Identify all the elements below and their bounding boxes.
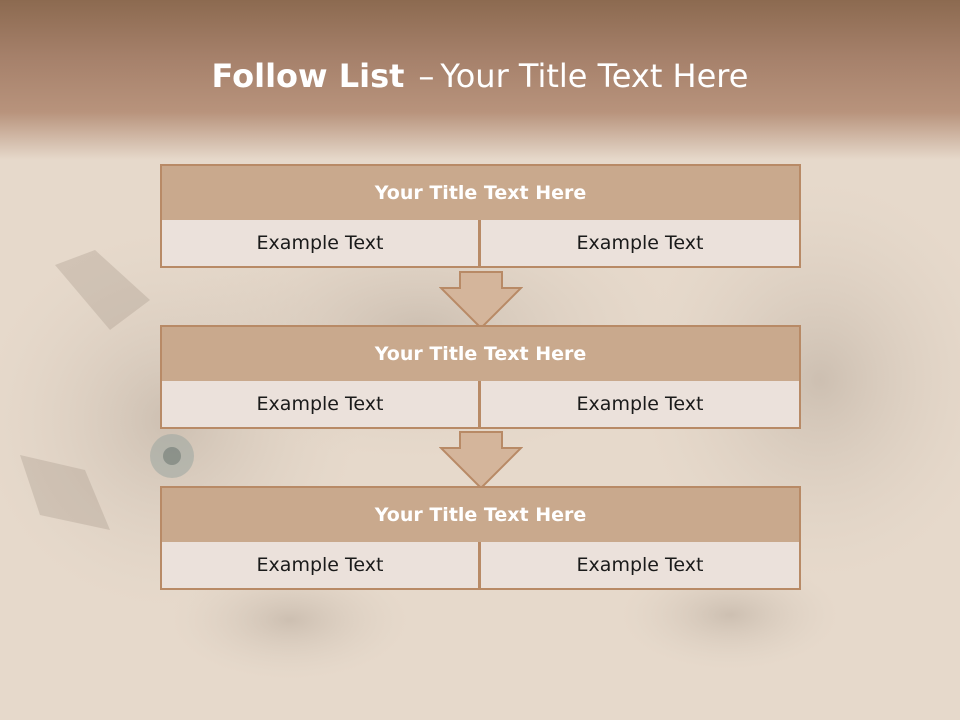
block-left-cell[interactable]: Example Text xyxy=(160,542,480,590)
slide-title-rest: Your Title Text Here xyxy=(440,57,749,95)
slide-title-separator: – xyxy=(418,57,435,95)
block-right-cell[interactable]: Example Text xyxy=(479,381,801,429)
header-band xyxy=(0,0,960,160)
block-left-cell[interactable]: Example Text xyxy=(160,220,480,268)
slide-title: Follow List–Your Title Text Here xyxy=(0,52,960,100)
down-arrow-icon xyxy=(439,271,523,329)
block-title[interactable]: Your Title Text Here xyxy=(160,486,801,544)
down-arrow-icon xyxy=(439,431,523,489)
block-left-cell[interactable]: Example Text xyxy=(160,381,480,429)
block-right-cell[interactable]: Example Text xyxy=(479,220,801,268)
slide-title-bold: Follow List xyxy=(211,57,405,95)
block-title[interactable]: Your Title Text Here xyxy=(160,164,801,222)
block-title[interactable]: Your Title Text Here xyxy=(160,325,801,383)
block-right-cell[interactable]: Example Text xyxy=(479,542,801,590)
